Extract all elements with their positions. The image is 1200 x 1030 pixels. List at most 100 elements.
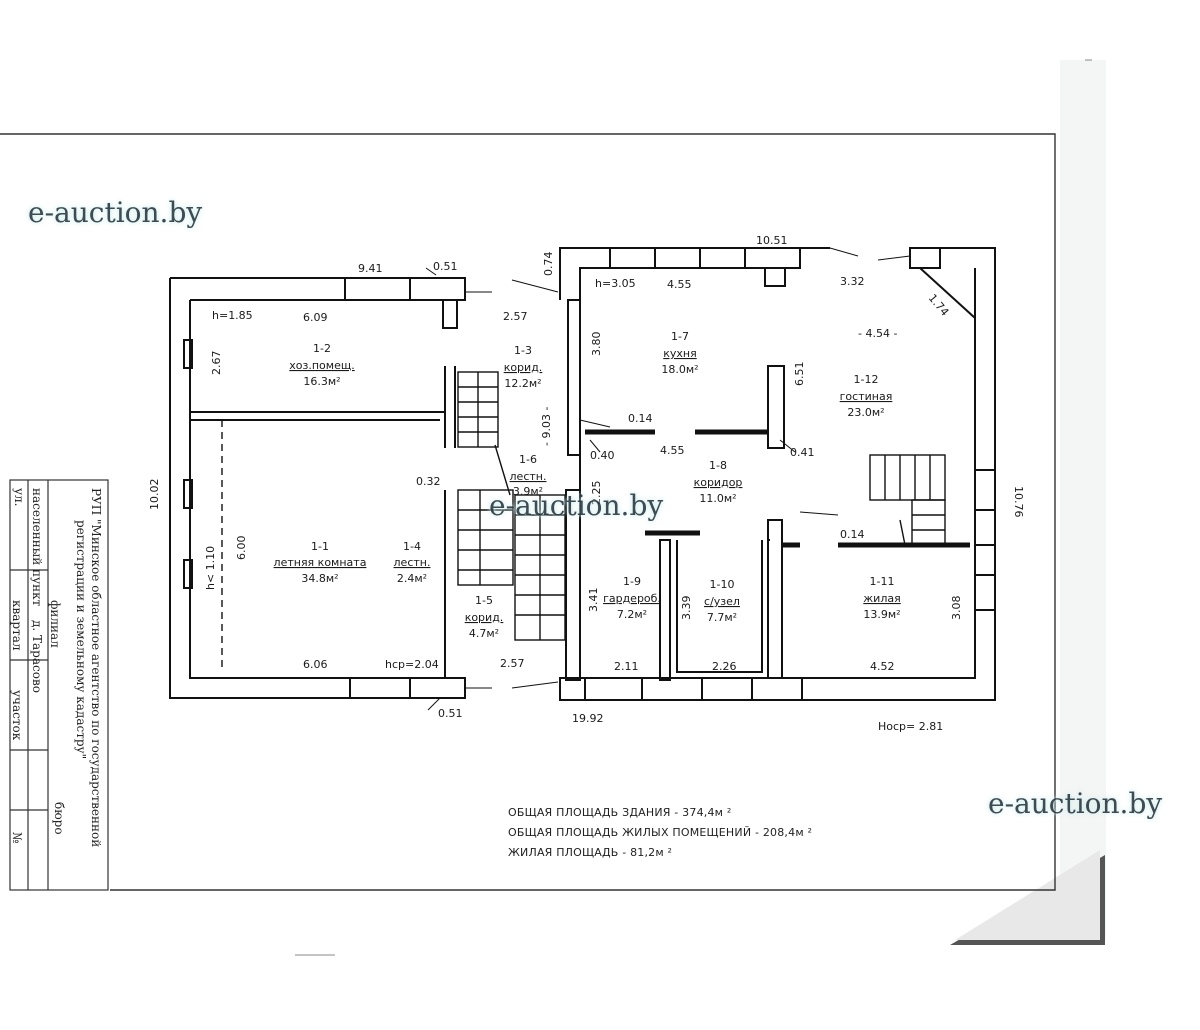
door-swings <box>465 247 911 689</box>
total-building-area: ОБЩАЯ ПЛОЩАДЬ ЗДАНИЯ - 374,4м ² <box>508 806 732 819</box>
stamp-locality-label: населенный пункт <box>30 488 44 607</box>
room-1-2-id: 1-2 <box>313 342 331 355</box>
dim-3-41: 3.41 <box>587 588 600 613</box>
room-1-11-id: 1-11 <box>870 575 895 588</box>
watermark-top-left: e-auction.by <box>28 196 203 229</box>
room-1-2-area: 16.3м² <box>303 375 340 388</box>
room-1-8-id: 1-8 <box>709 459 727 472</box>
dim-19-92: 19.92 <box>572 712 604 725</box>
dim-2-57-bottom: 2.57 <box>500 657 525 670</box>
room-1-10-id: 1-10 <box>710 578 735 591</box>
scan-marks <box>295 59 1092 956</box>
room-1-5-id: 1-5 <box>475 594 493 607</box>
stamp-org-line1: РУП "Минское областное агентство по госу… <box>89 488 103 848</box>
dim-9-41: 9.41 <box>358 262 383 275</box>
room-1-3-id: 1-3 <box>514 344 532 357</box>
dim-4-54: - 4.54 - <box>858 327 897 340</box>
dim-0-32: 0.32 <box>416 475 441 488</box>
dim-6-51: 6.51 <box>793 362 806 387</box>
dim-10-02: 10.02 <box>148 479 161 511</box>
stamp-branch: филиал <box>48 600 62 648</box>
height-1-10: h< 1.10 <box>204 546 217 590</box>
room-1-12-area: 23.0м² <box>847 406 884 419</box>
room-1-12-id: 1-12 <box>854 373 879 386</box>
dim-2-67: 2.67 <box>210 351 223 376</box>
room-1-6-area: 3.9м² <box>513 485 543 498</box>
room-1-11-area: 13.9м² <box>863 608 900 621</box>
height-3-05: h=3.05 <box>595 277 636 290</box>
dim-9-03: - 9.03 - <box>540 407 553 446</box>
room-1-8-area: 11.0м² <box>699 492 736 505</box>
dim-0-14-kitchen: 0.14 <box>628 412 653 425</box>
watermark-center: e-auction.by <box>489 489 664 522</box>
stamp-bureau: бюро <box>52 802 66 835</box>
room-1-5-name: корид. <box>465 611 504 624</box>
room-labels: 1-1 летняя комната 34.8м² 1-2 хоз.помещ.… <box>274 330 901 640</box>
stamp-locality-value: д. Тарасово <box>30 620 44 693</box>
title-block <box>9 479 109 891</box>
room-1-1-area: 34.8м² <box>301 572 338 585</box>
room-1-2-name: хоз.помещ. <box>289 359 354 372</box>
watermark-bottom-right: e-auction.by <box>988 787 1163 820</box>
dim-6-00: 6.00 <box>235 536 248 561</box>
room-1-6-id: 1-6 <box>519 453 537 466</box>
room-1-10-area: 7.7м² <box>707 611 737 624</box>
dim-3-32: 3.32 <box>840 275 865 288</box>
dim-4-55-top: 4.55 <box>667 278 692 291</box>
room-1-7-area: 18.0м² <box>661 363 698 376</box>
room-1-8-name: коридор <box>694 476 743 489</box>
wall-left-block <box>169 277 466 699</box>
room-1-10-name: с/узел <box>704 595 740 608</box>
dim-2-25: 2.25 <box>590 481 603 506</box>
dim-3-39: 3.39 <box>680 596 693 621</box>
height-avg-2-81: Hоср= 2.81 <box>878 720 943 733</box>
dim-0-51-top: 0.51 <box>433 260 458 273</box>
room-1-1-name: летняя комната <box>274 556 367 569</box>
stamp-street-label: ул. <box>12 488 26 507</box>
stamp-plot-label: участок <box>10 690 24 741</box>
room-1-4-id: 1-4 <box>403 540 421 553</box>
height-1-85: h=1.85 <box>212 309 253 322</box>
room-1-4-name: лестн. <box>394 556 431 569</box>
dim-6-09: 6.09 <box>303 311 328 324</box>
stamp-quarter-label: квартал <box>10 600 24 651</box>
room-1-12-name: гостиная <box>840 390 893 403</box>
room-1-6-name: лестн. <box>510 470 547 483</box>
sheet-frame <box>0 133 1056 891</box>
room-1-1-id: 1-1 <box>311 540 329 553</box>
total-living-premises-area: ОБЩАЯ ПЛОЩАДЬ ЖИЛЫХ ПОМЕЩЕНИЙ - 208,4м ² <box>508 826 813 839</box>
staircase-living <box>869 454 946 546</box>
room-1-3-name: корид. <box>504 361 543 374</box>
dim-4-52: 4.52 <box>870 660 895 673</box>
dim-3-08: 3.08 <box>950 596 963 621</box>
dim-10-51: 10.51 <box>756 234 788 247</box>
room-1-11-name: жилая <box>863 592 900 605</box>
room-1-3-area: 12.2м² <box>504 377 541 390</box>
dim-0-51-bottom: 0.51 <box>438 707 463 720</box>
dim-0-14-living: 0.14 <box>840 528 865 541</box>
room-1-4-area: 2.4м² <box>397 572 427 585</box>
height-avg-2-04: hср=2.04 <box>385 658 439 671</box>
dim-2-11: 2.11 <box>614 660 639 673</box>
stamp-number-label: № <box>10 832 24 844</box>
dimension-labels: 9.41 0.51 0.74 10.51 3.32 1.74 h=1.85 6.… <box>148 234 1025 733</box>
dim-3-80: 3.80 <box>590 332 603 357</box>
room-1-9-id: 1-9 <box>623 575 641 588</box>
wall-right-block <box>559 247 996 701</box>
dim-0-74: 0.74 <box>542 252 555 277</box>
room-1-5-area: 4.7м² <box>469 627 499 640</box>
room-1-9-name: гардероб. <box>603 592 661 605</box>
dim-10-76: 10.76 <box>1012 486 1025 518</box>
room-1-9-area: 7.2м² <box>617 608 647 621</box>
dim-4-55-mid: 4.55 <box>660 444 685 457</box>
dim-0-41: 0.41 <box>790 446 815 459</box>
room-1-7-id: 1-7 <box>671 330 689 343</box>
dim-2-57-top: 2.57 <box>503 310 528 323</box>
room-1-7-name: кухня <box>663 347 696 360</box>
dim-0-40: 0.40 <box>590 449 615 462</box>
dim-2-26: 2.26 <box>712 660 737 673</box>
total-living-area: ЖИЛАЯ ПЛОЩАДЬ - 81,2м ² <box>508 846 673 859</box>
stamp-org-line2: регистрации и земельному кадастру" <box>74 520 88 760</box>
